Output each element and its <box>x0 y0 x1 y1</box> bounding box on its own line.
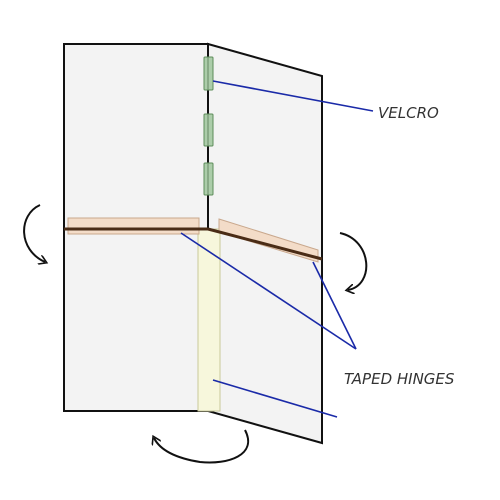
curved-arrow-icon <box>23 204 45 262</box>
velcro-callout-line <box>212 80 374 112</box>
hinge-callout-line-right <box>312 261 357 350</box>
left-taped-hinge <box>67 217 200 235</box>
velcro-strip-middle <box>203 113 214 147</box>
velcro-strip-bottom <box>203 162 214 196</box>
hinge-callout-line-vertical <box>212 379 338 418</box>
hinge-callout-line-left <box>180 232 357 350</box>
velcro-label: VELCRO <box>378 104 439 122</box>
right-hinge-crease <box>207 227 323 261</box>
velcro-strip-top <box>203 56 214 91</box>
curved-arrow-icon <box>154 429 249 464</box>
curved-arrow-icon <box>339 232 368 290</box>
taped-hinges-label: TAPED HINGES <box>344 370 455 388</box>
